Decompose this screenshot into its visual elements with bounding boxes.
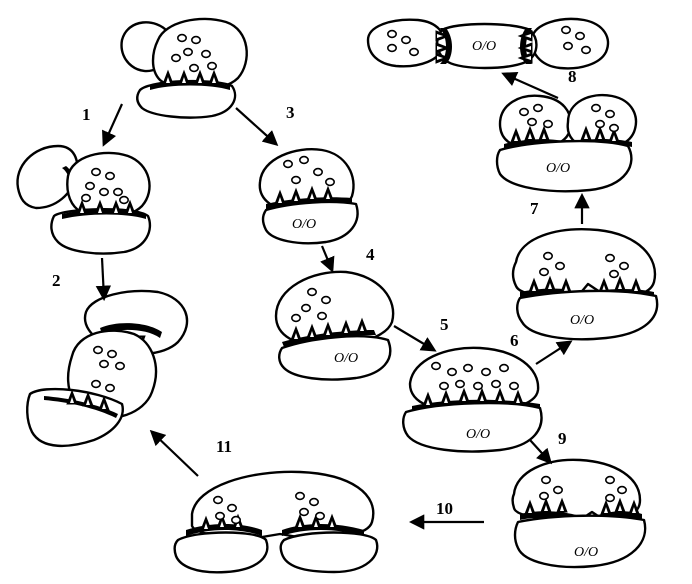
label-11: 11 <box>216 437 232 456</box>
stage-6-synapse: O/O <box>511 228 659 341</box>
svg-text:O/O: O/O <box>472 39 496 54</box>
stage-2-synapse <box>26 289 189 448</box>
svg-text:O/O: O/O <box>292 217 316 232</box>
arrow-7-to-8 <box>501 71 559 100</box>
label-9: 9 <box>558 429 567 448</box>
arrow-3-to-4 <box>320 245 335 273</box>
arrow-1-to-2 <box>95 257 112 302</box>
label-7: 7 <box>530 199 539 218</box>
stage-8-synapse: O/O <box>366 17 610 70</box>
stage-1-synapse <box>16 144 152 255</box>
stage-11-synapse <box>173 470 379 574</box>
stage-0-synapse <box>120 17 248 119</box>
arrow-0-to-1 <box>102 103 124 147</box>
arrows <box>95 71 590 530</box>
stage-labels: 1 2 3 4 5 6 7 8 9 10 11 <box>52 67 577 518</box>
arrow-11-to-2 <box>149 429 199 477</box>
arrow-5-to-6 <box>535 340 573 365</box>
stage-5-synapse: O/O <box>402 346 543 453</box>
svg-text:O/O: O/O <box>466 427 490 442</box>
svg-text:O/O: O/O <box>546 161 570 176</box>
arrow-5-to-9 <box>529 439 553 465</box>
label-2: 2 <box>52 271 61 290</box>
label-3: 3 <box>286 103 295 122</box>
label-4: 4 <box>366 245 375 264</box>
stage-4-synapse: O/O <box>274 270 395 381</box>
stage-9-synapse: O/O <box>511 458 647 569</box>
svg-text:O/O: O/O <box>570 313 594 328</box>
svg-text:O/O: O/O <box>334 351 358 366</box>
stage-3-synapse: O/O <box>258 148 359 245</box>
arrow-4-to-5 <box>393 325 437 352</box>
label-10: 10 <box>436 499 453 518</box>
label-1: 1 <box>82 105 91 124</box>
label-5: 5 <box>440 315 449 334</box>
stage-7-synapse: O/O <box>495 93 638 193</box>
arrow-0-to-3 <box>235 107 279 147</box>
label-6: 6 <box>510 331 519 350</box>
label-8: 8 <box>568 67 577 86</box>
svg-text:O/O: O/O <box>574 545 598 560</box>
